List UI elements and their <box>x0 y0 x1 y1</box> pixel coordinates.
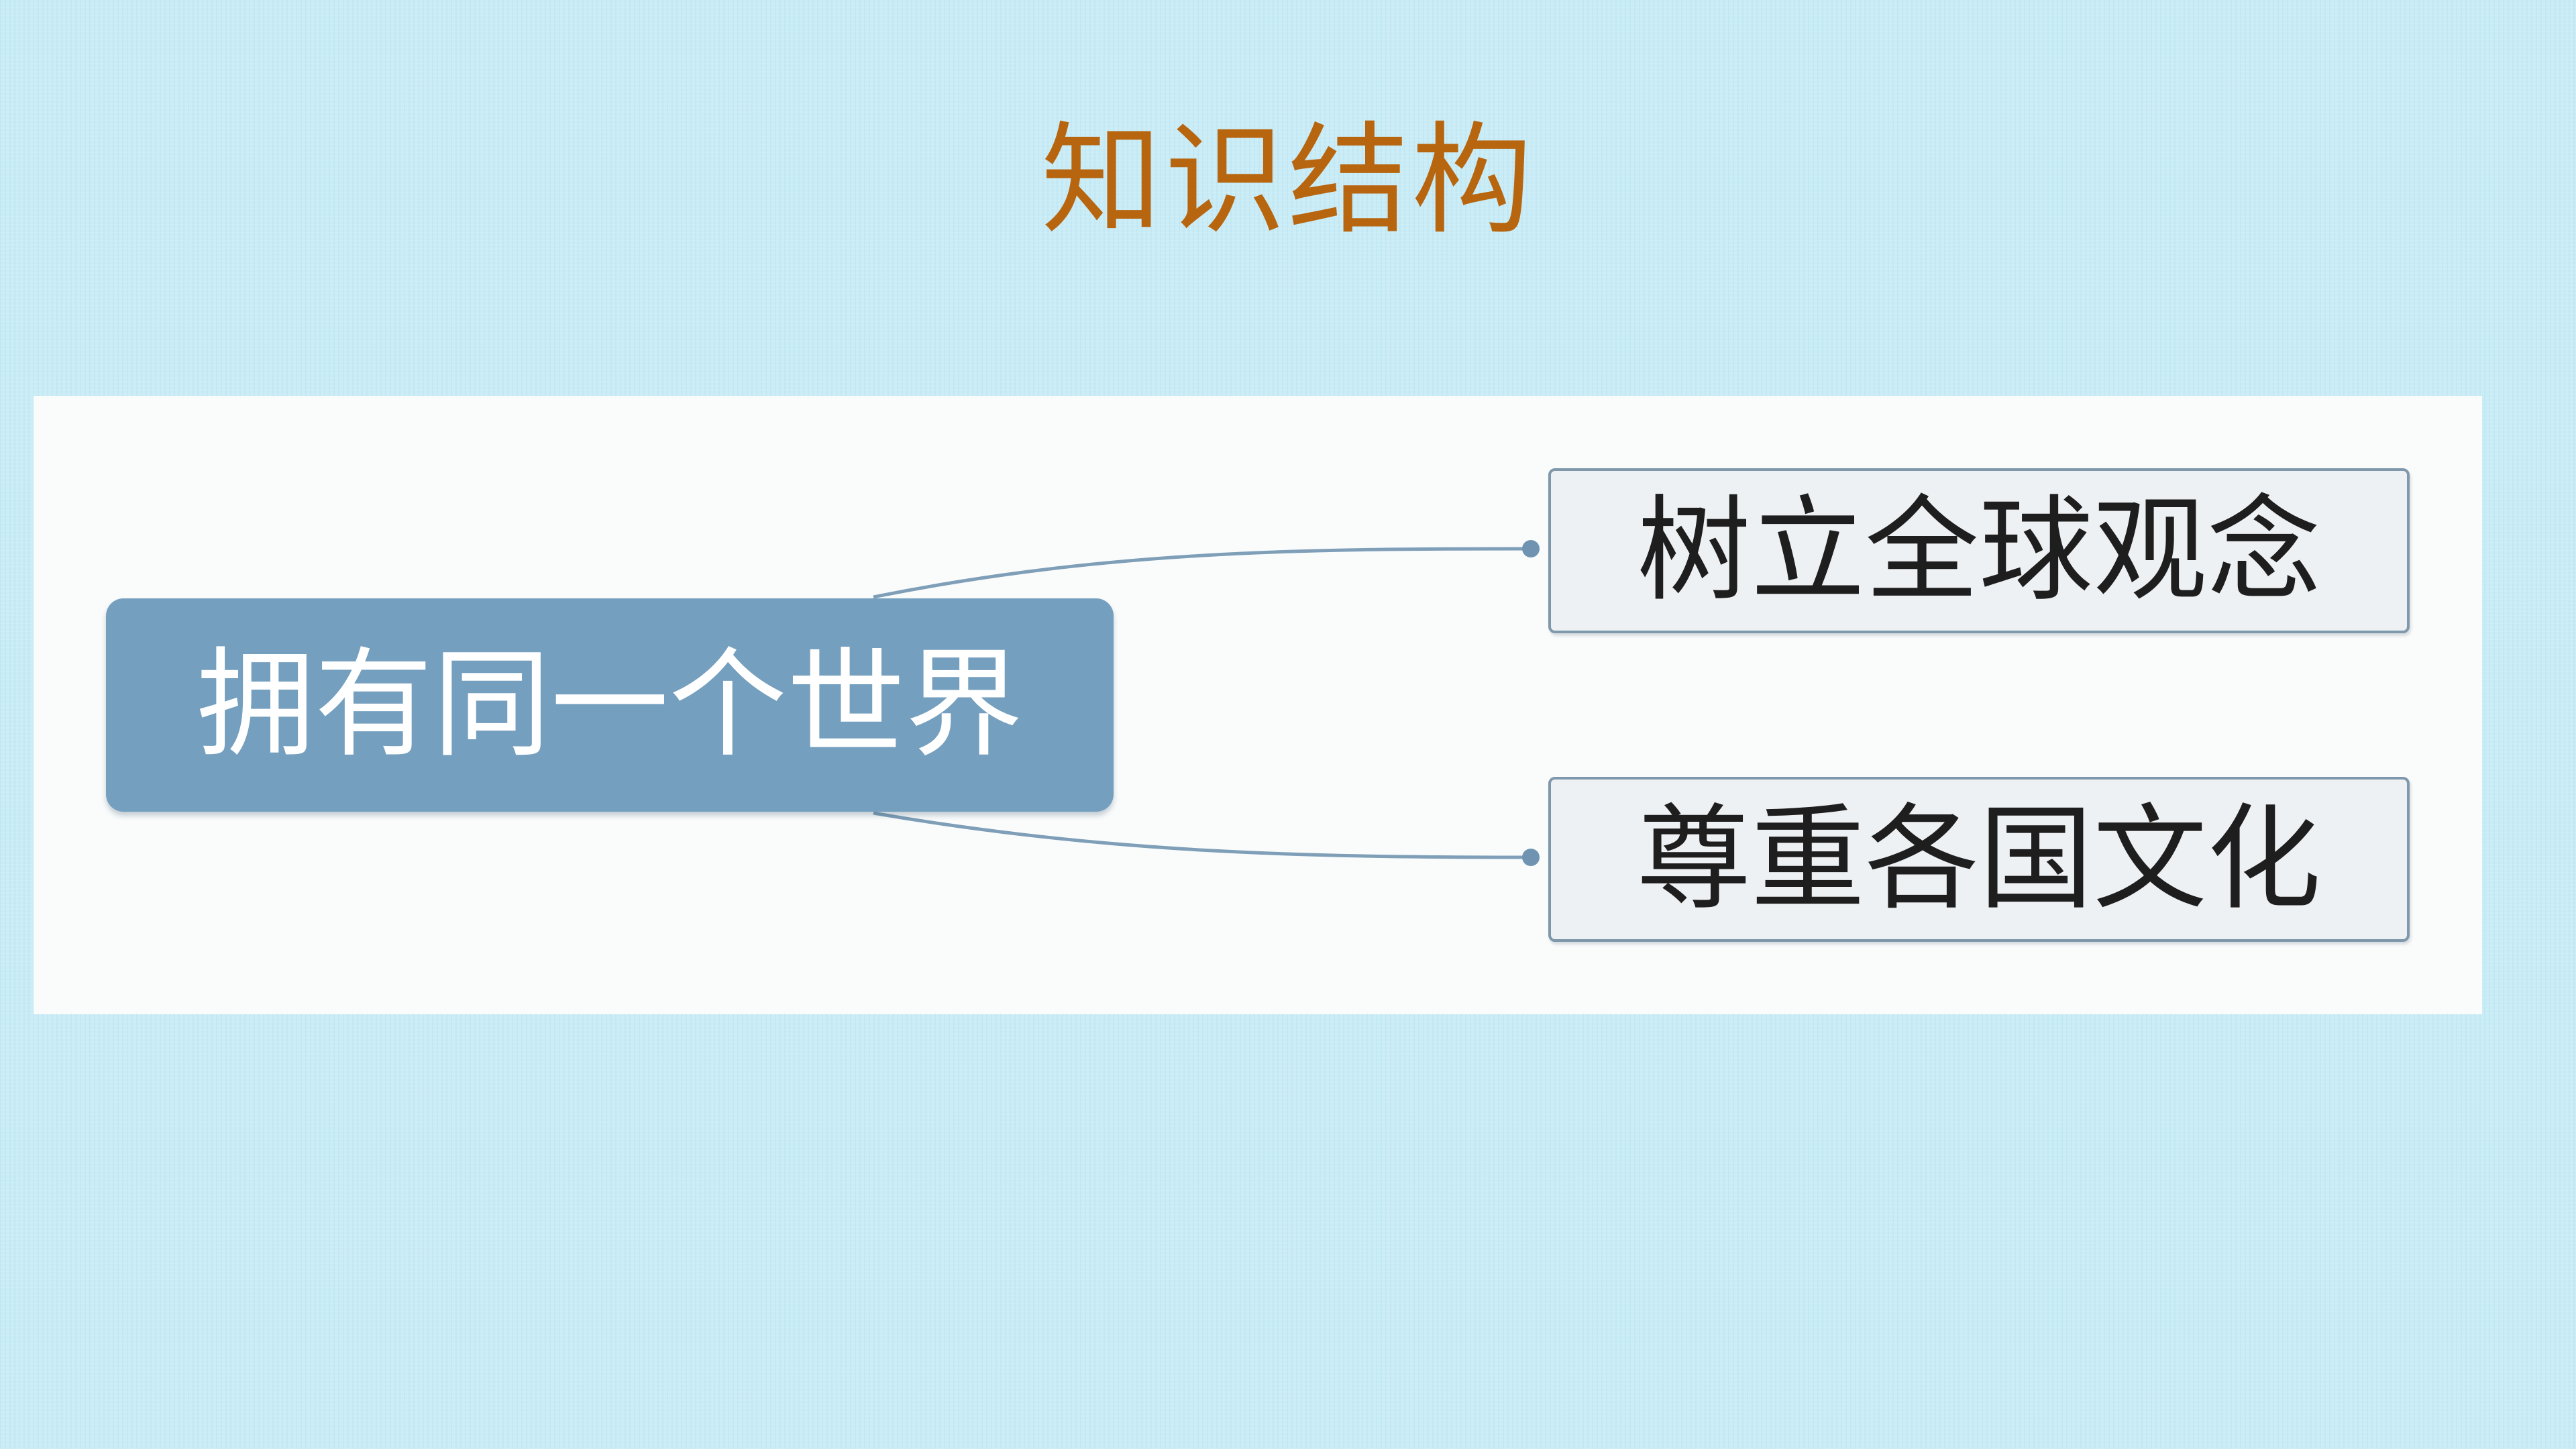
mindmap-branch-respect-cultures: 尊重各国文化 <box>1548 777 2410 942</box>
slide-title: 知识结构 <box>1040 111 1535 251</box>
connector-dot-branch-1 <box>1522 540 1540 557</box>
connector-dot-branch-2 <box>1522 849 1540 866</box>
connector-to-branch-2 <box>873 811 1532 859</box>
mindmap-panel: 拥有同一个世界 树立全球观念 尊重各国文化 <box>34 396 2482 1014</box>
connector-to-branch-1 <box>873 547 1532 599</box>
mindmap-branch-global-view: 树立全球观念 <box>1548 468 2410 633</box>
mindmap-root-node: 拥有同一个世界 <box>106 598 1114 812</box>
mindmap-connectors <box>873 540 1540 866</box>
